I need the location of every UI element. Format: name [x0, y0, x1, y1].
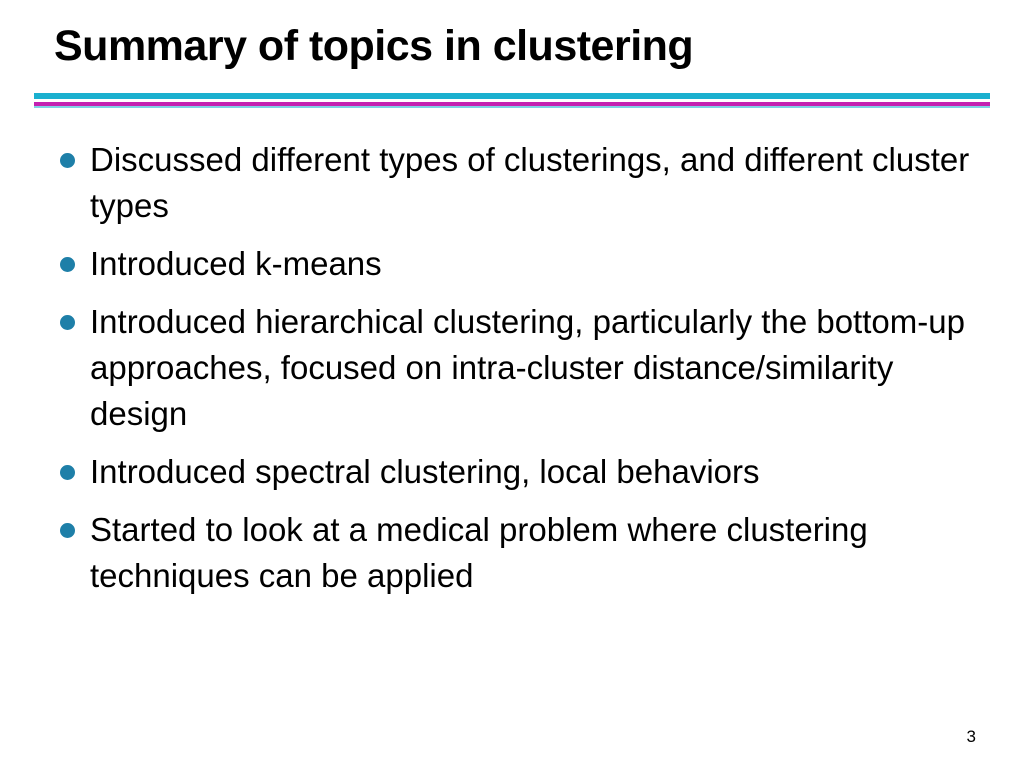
bullet-text: Introduced k-means: [90, 245, 382, 282]
bullet-item: Introduced k-means: [58, 241, 988, 287]
bullet-dot-icon: [60, 465, 75, 480]
bullet-item: Introduced hierarchical clustering, part…: [58, 299, 988, 437]
page-number: 3: [966, 727, 976, 746]
title-divider-gap: [34, 99, 990, 102]
bullet-item: Introduced spectral clustering, local be…: [58, 449, 988, 495]
slide-title: Summary of topics in clustering: [54, 22, 694, 70]
bullet-dot-icon: [60, 257, 75, 272]
title-divider-top: [34, 93, 990, 99]
bullet-text: Introduced hierarchical clustering, part…: [90, 303, 965, 432]
bullet-text: Discussed different types of clusterings…: [90, 141, 970, 224]
bullet-list: Discussed different types of clusterings…: [58, 137, 988, 611]
bullet-item: Discussed different types of clusterings…: [58, 137, 988, 229]
bullet-text: Started to look at a medical problem whe…: [90, 511, 868, 594]
title-divider-shadow: [34, 106, 990, 108]
bullet-item: Started to look at a medical problem whe…: [58, 507, 988, 599]
bullet-dot-icon: [60, 153, 75, 168]
title-divider-bottom: [34, 102, 990, 106]
bullet-dot-icon: [60, 315, 75, 330]
bullet-dot-icon: [60, 523, 75, 538]
bullet-text: Introduced spectral clustering, local be…: [90, 453, 760, 490]
